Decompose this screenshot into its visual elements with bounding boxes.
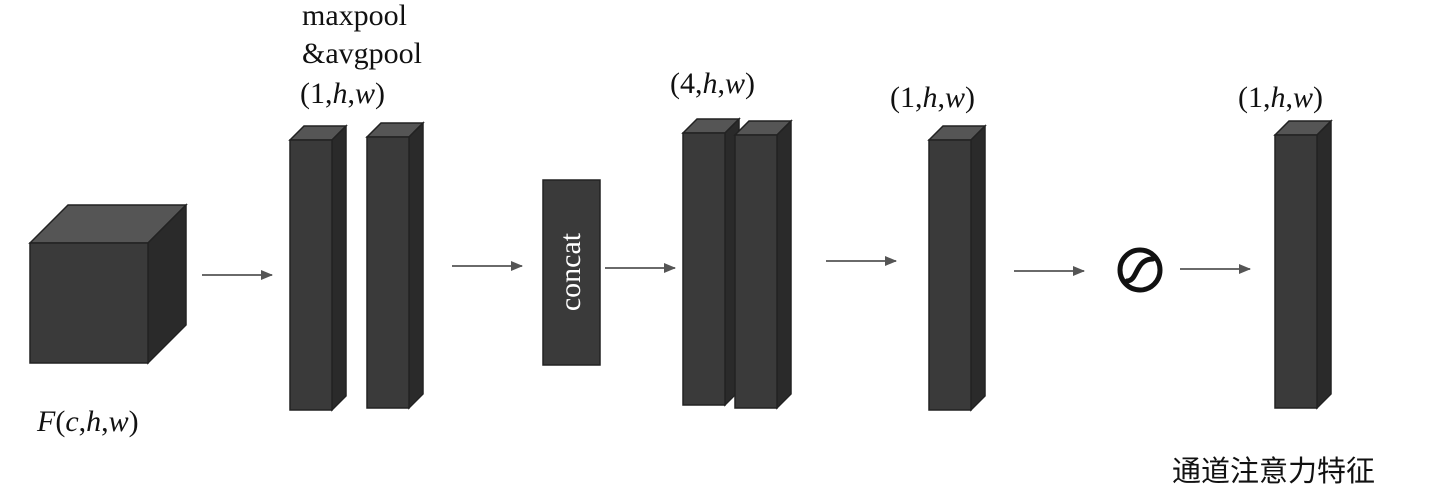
output-dims-label: (1,h,w) bbox=[1238, 81, 1323, 114]
output-caption: 通道注意力特征 bbox=[1172, 454, 1375, 488]
maxpool-bar bbox=[288, 124, 348, 412]
avgpool-bar bbox=[365, 121, 425, 410]
concat-bar-2 bbox=[733, 119, 793, 410]
concat-label: concat bbox=[554, 232, 587, 311]
concat-block: concat bbox=[542, 179, 601, 366]
concat-dims-label: (4,h,w) bbox=[670, 67, 755, 100]
sigmoid-icon bbox=[1117, 247, 1163, 293]
pool-dims-label: (1,h,w) bbox=[300, 77, 385, 110]
input-feature-cube bbox=[28, 203, 188, 365]
input-feature-label: F(c,h,w) bbox=[36, 405, 139, 438]
conv-bar bbox=[927, 124, 987, 412]
output-attention-bar bbox=[1273, 119, 1333, 410]
concat-bar-1 bbox=[681, 117, 741, 407]
avgpool-label: &avgpool bbox=[302, 37, 422, 70]
maxpool-label: maxpool bbox=[302, 0, 407, 32]
conv-dims-label: (1,h,w) bbox=[890, 81, 975, 114]
